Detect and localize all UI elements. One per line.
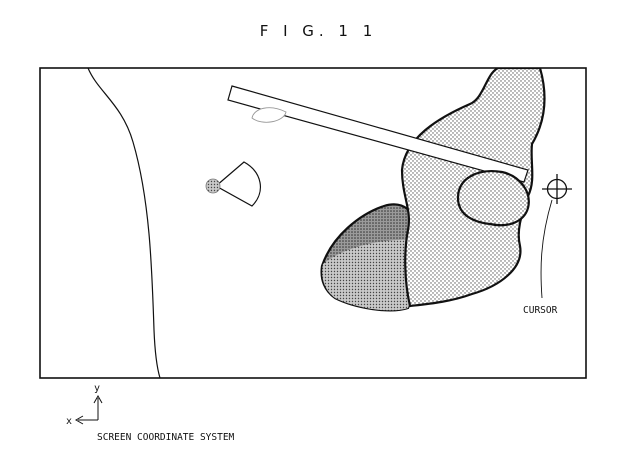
cursor-label: CURSOR: [523, 305, 558, 316]
terrain-curve: [87, 68, 161, 378]
coordinate-system-label: SCREEN COORDINATE SYSTEM: [97, 432, 235, 443]
axis-x-label: x: [66, 416, 72, 427]
coordinate-axes-icon: [74, 394, 103, 425]
small-object: [456, 170, 530, 227]
crosshair-icon: [542, 174, 572, 204]
pointer-stick: [227, 85, 529, 183]
camera-dot: [205, 178, 221, 194]
view-cone: [214, 161, 261, 207]
figure-title: F I G. 1 1: [259, 22, 378, 40]
cursor-leader-line: [540, 199, 553, 299]
hand-shape: [251, 107, 287, 123]
axis-y-label: y: [94, 383, 100, 394]
dark-object-shade: [322, 239, 417, 311]
